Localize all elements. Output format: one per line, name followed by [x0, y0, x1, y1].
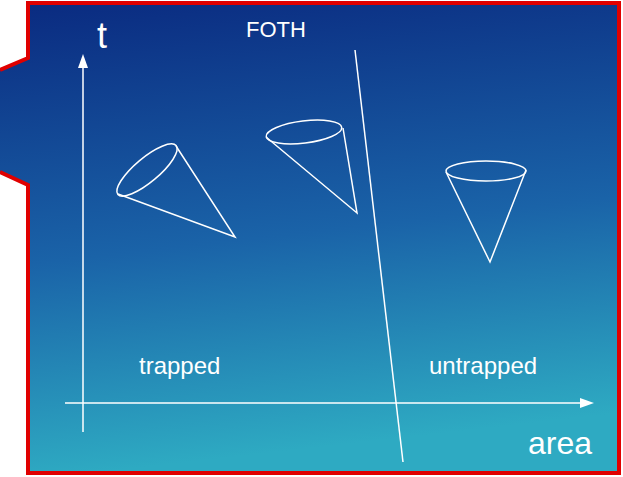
- region-label: trapped: [139, 354, 220, 378]
- line-label: FOTH: [246, 19, 306, 41]
- light-cone: [446, 161, 526, 262]
- time-axis: [82, 66, 84, 432]
- axis-label: t: [97, 18, 107, 54]
- arrowhead: [580, 398, 594, 408]
- region-label: untrapped: [429, 354, 537, 378]
- red-frame: [0, 3, 619, 473]
- background-panel: [0, 3, 619, 473]
- area-axis: [65, 402, 580, 404]
- light-cone: [265, 116, 357, 213]
- axis-label: area: [528, 427, 592, 459]
- arrowhead: [78, 54, 88, 68]
- light-cone: [110, 136, 235, 237]
- foth-line: [355, 50, 403, 462]
